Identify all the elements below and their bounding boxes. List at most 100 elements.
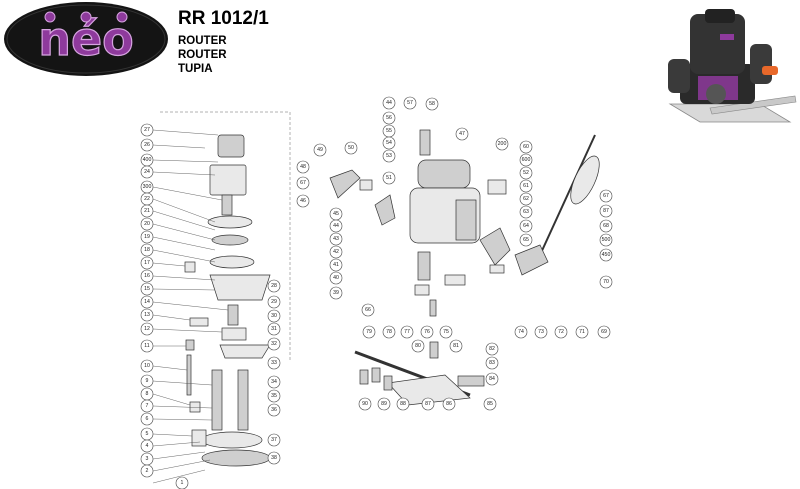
callout-3: 3 xyxy=(140,452,154,466)
svg-text:44: 44 xyxy=(333,223,339,229)
svg-text:400: 400 xyxy=(143,157,152,163)
product-name-2: ROUTER xyxy=(178,49,227,61)
callout-5: 5 xyxy=(140,427,154,441)
svg-text:37: 37 xyxy=(271,437,277,443)
svg-text:450: 450 xyxy=(602,252,611,258)
svg-text:600: 600 xyxy=(522,157,531,163)
callouts-bottom: 80 81 82 83 84 85 86 87 88 89 90 xyxy=(358,339,499,411)
svg-text:28: 28 xyxy=(271,283,277,289)
svg-text:72: 72 xyxy=(558,329,564,335)
neo-logo: néo xyxy=(4,2,168,76)
svg-text:89: 89 xyxy=(381,401,387,407)
svg-text:75: 75 xyxy=(443,329,449,335)
callout-2: 2 xyxy=(140,464,154,478)
callout-49: 49 xyxy=(313,143,327,157)
callout-54: 54 xyxy=(382,136,396,150)
callout-85: 85 xyxy=(483,397,497,411)
svg-text:52: 52 xyxy=(523,170,529,176)
callouts-top: 44 57 58 56 47 55 54 53 50 200 60 600 49… xyxy=(296,96,613,339)
callout-35: 35 xyxy=(267,389,281,403)
callout-6: 6 xyxy=(140,412,154,426)
callout-34: 34 xyxy=(267,375,281,389)
callout-19: 19 xyxy=(140,230,154,244)
callout-48: 48 xyxy=(296,160,310,174)
svg-text:33: 33 xyxy=(271,360,277,366)
callout-51: 51 xyxy=(382,171,396,185)
callout-43: 43 xyxy=(329,232,343,246)
callouts-left: 27 26 400 24 300 22 21 20 19 18 17 16 15… xyxy=(140,123,189,489)
callout-84: 84 xyxy=(485,372,499,386)
svg-text:60: 60 xyxy=(523,144,529,150)
callout-73: 73 xyxy=(534,325,548,339)
svg-text:35: 35 xyxy=(271,393,277,399)
callout-32: 32 xyxy=(267,337,281,351)
svg-text:68: 68 xyxy=(603,223,609,229)
callout-58: 58 xyxy=(425,97,439,111)
callout-64: 64 xyxy=(519,219,533,233)
callout-22: 22 xyxy=(140,192,154,206)
svg-text:9: 9 xyxy=(146,378,149,384)
svg-text:80: 80 xyxy=(415,343,421,349)
svg-text:5: 5 xyxy=(146,431,149,437)
product-name-1: ROUTER xyxy=(178,35,227,47)
svg-text:55: 55 xyxy=(386,128,392,134)
svg-text:2: 2 xyxy=(146,468,149,474)
svg-text:48: 48 xyxy=(300,164,306,170)
callout-57: 57 xyxy=(403,96,417,110)
callout-76: 76 xyxy=(420,325,434,339)
parallel-guide-assembly xyxy=(354,341,485,406)
svg-text:57: 57 xyxy=(407,100,413,106)
svg-text:18: 18 xyxy=(144,247,150,253)
product-name-3: TUPIA xyxy=(178,63,213,75)
callout-62: 62 xyxy=(519,192,533,206)
callout-300: 300 xyxy=(140,180,154,194)
callout-36: 36 xyxy=(267,403,281,417)
svg-text:67: 67 xyxy=(603,193,609,199)
svg-text:3: 3 xyxy=(146,456,149,462)
svg-text:47: 47 xyxy=(459,131,465,137)
svg-text:87: 87 xyxy=(603,208,609,214)
svg-text:41: 41 xyxy=(333,262,339,268)
svg-text:85: 85 xyxy=(487,401,493,407)
svg-text:78: 78 xyxy=(386,329,392,335)
svg-text:53: 53 xyxy=(386,153,392,159)
callout-50: 50 xyxy=(344,141,358,155)
callout-16: 16 xyxy=(140,269,154,283)
callout-24: 24 xyxy=(140,165,154,179)
callout-450: 450 xyxy=(599,248,613,262)
callout-9: 9 xyxy=(140,374,154,388)
callout-56: 56 xyxy=(382,111,396,125)
callout-87: 87 xyxy=(421,397,435,411)
callout-55: 55 xyxy=(382,124,396,138)
svg-text:58: 58 xyxy=(429,101,435,107)
svg-text:22: 22 xyxy=(144,196,150,202)
svg-text:61: 61 xyxy=(523,183,529,189)
callout-80: 80 xyxy=(411,339,425,353)
callout-13: 13 xyxy=(140,308,154,322)
callout-200: 200 xyxy=(495,137,509,151)
callout-38: 38 xyxy=(267,451,281,465)
callout-31: 31 xyxy=(267,322,281,336)
callout-74: 74 xyxy=(514,325,528,339)
callout-71: 71 xyxy=(575,325,589,339)
dashed-connector xyxy=(160,111,291,360)
svg-text:73: 73 xyxy=(538,329,544,335)
svg-text:36: 36 xyxy=(271,407,277,413)
callout-40: 40 xyxy=(329,271,343,285)
callout-72: 72 xyxy=(554,325,568,339)
callout-45: 45 xyxy=(329,207,343,221)
svg-text:67: 67 xyxy=(300,180,306,186)
callout-47: 47 xyxy=(455,127,469,141)
callout-41: 41 xyxy=(329,258,343,272)
callout-500: 500 xyxy=(599,233,613,247)
svg-text:63: 63 xyxy=(523,209,529,215)
callout-4: 4 xyxy=(140,439,154,453)
callout-17: 17 xyxy=(140,256,154,270)
svg-text:51: 51 xyxy=(386,175,392,181)
callout-30: 30 xyxy=(267,309,281,323)
callout-8: 8 xyxy=(140,387,154,401)
callout-90: 90 xyxy=(358,397,372,411)
svg-text:69: 69 xyxy=(601,329,607,335)
svg-text:83: 83 xyxy=(489,360,495,366)
svg-text:11: 11 xyxy=(144,343,149,349)
